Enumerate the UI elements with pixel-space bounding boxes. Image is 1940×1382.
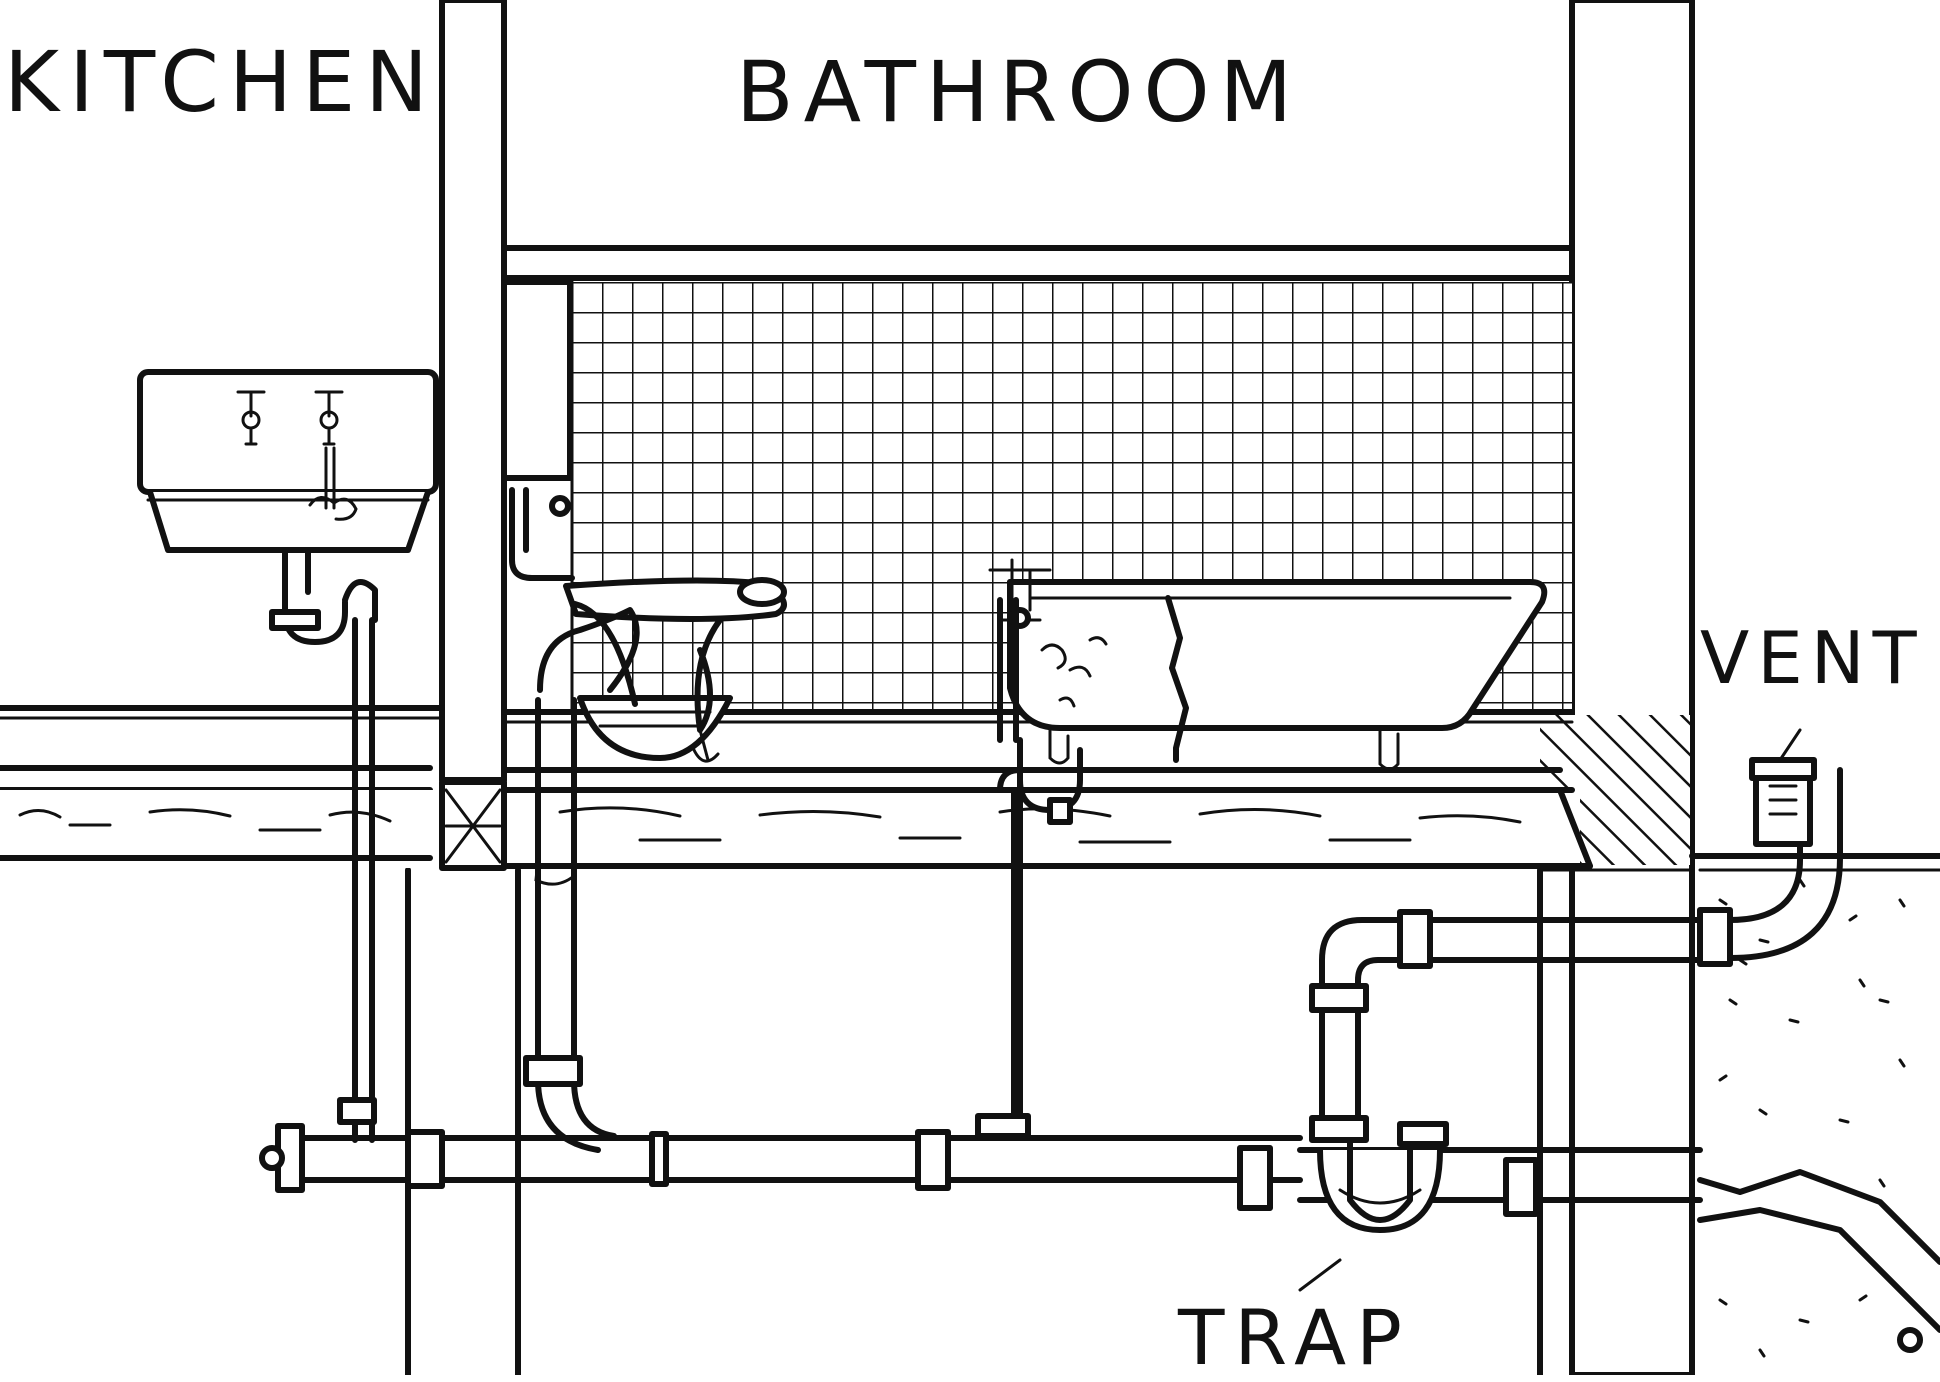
toilet <box>501 279 787 1083</box>
left-wall <box>439 0 507 783</box>
vent-pipe <box>1309 728 1843 1143</box>
drain-pipe <box>259 1055 1703 1217</box>
bathtub <box>988 558 1548 1123</box>
basement-wall <box>405 867 521 1375</box>
floor-beam <box>0 705 1593 871</box>
kitchen-sink <box>137 369 439 1143</box>
trap <box>1298 1121 1449 1292</box>
vent-label: VENT <box>1700 616 1925 700</box>
kitchen-label: KITCHEN <box>4 33 438 131</box>
bathroom-label: BATHROOM <box>736 43 1303 141</box>
trap-label: TRAP <box>1178 1293 1412 1382</box>
ground <box>1689 853 1940 1358</box>
